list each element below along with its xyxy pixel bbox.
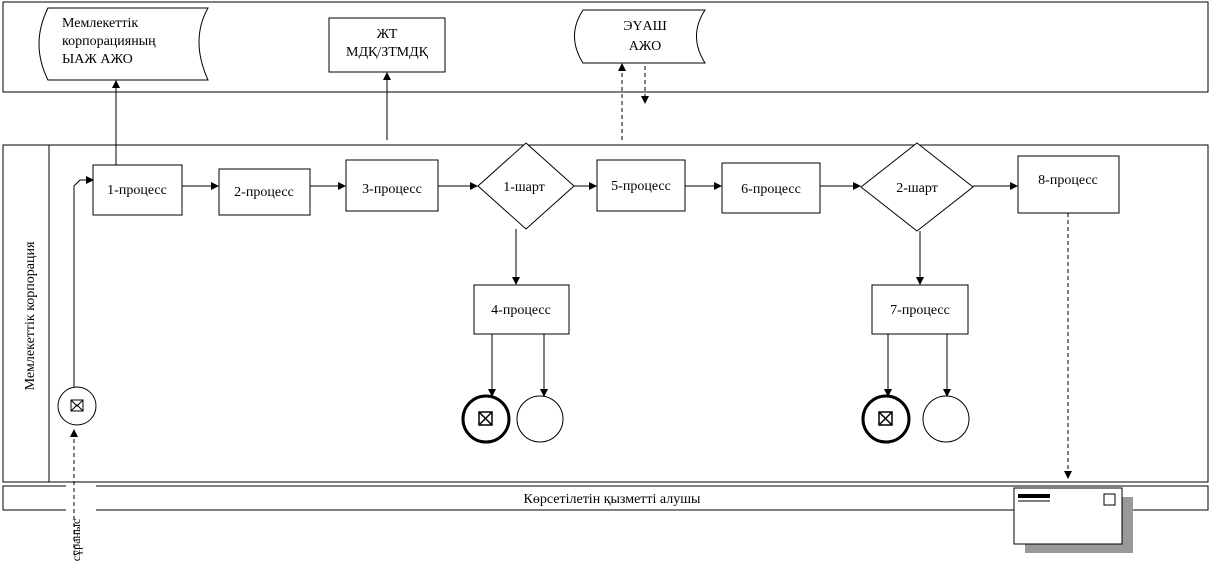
system-2-line-2: МДҚ/ЗТМДҚ <box>346 45 429 60</box>
system-1-line-3: ЫАЖ АЖО <box>62 52 133 67</box>
system-zht-mdk: ЖТ МДҚ/ЗТМДҚ <box>328 17 446 73</box>
process-8: 8-процесс <box>1017 155 1120 214</box>
process-4: 4-процесс <box>473 284 570 335</box>
system-1-line-1: Мемлекеттік <box>62 16 138 31</box>
recipient-lane <box>2 485 1209 511</box>
system-euash-azho: ЭҮАШ АЖО <box>574 9 706 64</box>
end-event-1 <box>516 395 564 443</box>
svg-text:4-процесс: 4-процесс <box>491 303 551 318</box>
end-event-cancel-2 <box>861 394 911 444</box>
system-state-corp-ias: Мемлекеттік корпорацияның ЫАЖ АЖО <box>38 7 209 81</box>
condition-2: 2-шарт <box>860 142 974 232</box>
svg-text:3-процесс: 3-процесс <box>362 182 422 197</box>
request-label: сұраныс <box>69 519 83 561</box>
process-2: 2-процесс <box>218 168 311 216</box>
document-icon <box>1013 487 1133 553</box>
svg-text:1-процесс: 1-процесс <box>107 183 167 198</box>
svg-text:8-процесс: 8-процесс <box>1038 173 1098 188</box>
process-3: 3-процесс <box>345 159 439 212</box>
svg-text:1-шарт: 1-шарт <box>503 180 545 195</box>
process-6: 6-процесс <box>721 162 821 214</box>
svg-text:6-процесс: 6-процесс <box>741 182 801 197</box>
lane-label: Мемлекеттік корпорация <box>23 241 38 390</box>
start-event <box>57 386 97 426</box>
condition-1: 1-шарт <box>477 142 575 230</box>
end-event-cancel-1 <box>461 394 511 444</box>
svg-text:7-процесс: 7-процесс <box>890 303 950 318</box>
system-3-line-1: ЭҮАШ <box>623 19 667 34</box>
system-2-line-1: ЖТ <box>377 27 398 42</box>
recipient-label: Көрсетілетін қызметті алушы <box>524 492 701 507</box>
cancel-end-icon <box>478 411 493 426</box>
system-3-line-2: АЖО <box>629 39 661 54</box>
svg-text:5-процесс: 5-процесс <box>611 179 671 194</box>
envelope-icon <box>70 399 84 412</box>
cancel-end-icon <box>878 411 893 426</box>
system-1-line-2: корпорацияның <box>62 34 156 49</box>
svg-text:2-процесс: 2-процесс <box>234 185 294 200</box>
svg-text:2-шарт: 2-шарт <box>896 181 938 196</box>
process-1: 1-процесс <box>92 164 183 216</box>
process-7: 7-процесс <box>871 284 969 335</box>
process-5: 5-процесс <box>596 159 686 212</box>
end-event-2 <box>922 395 970 443</box>
